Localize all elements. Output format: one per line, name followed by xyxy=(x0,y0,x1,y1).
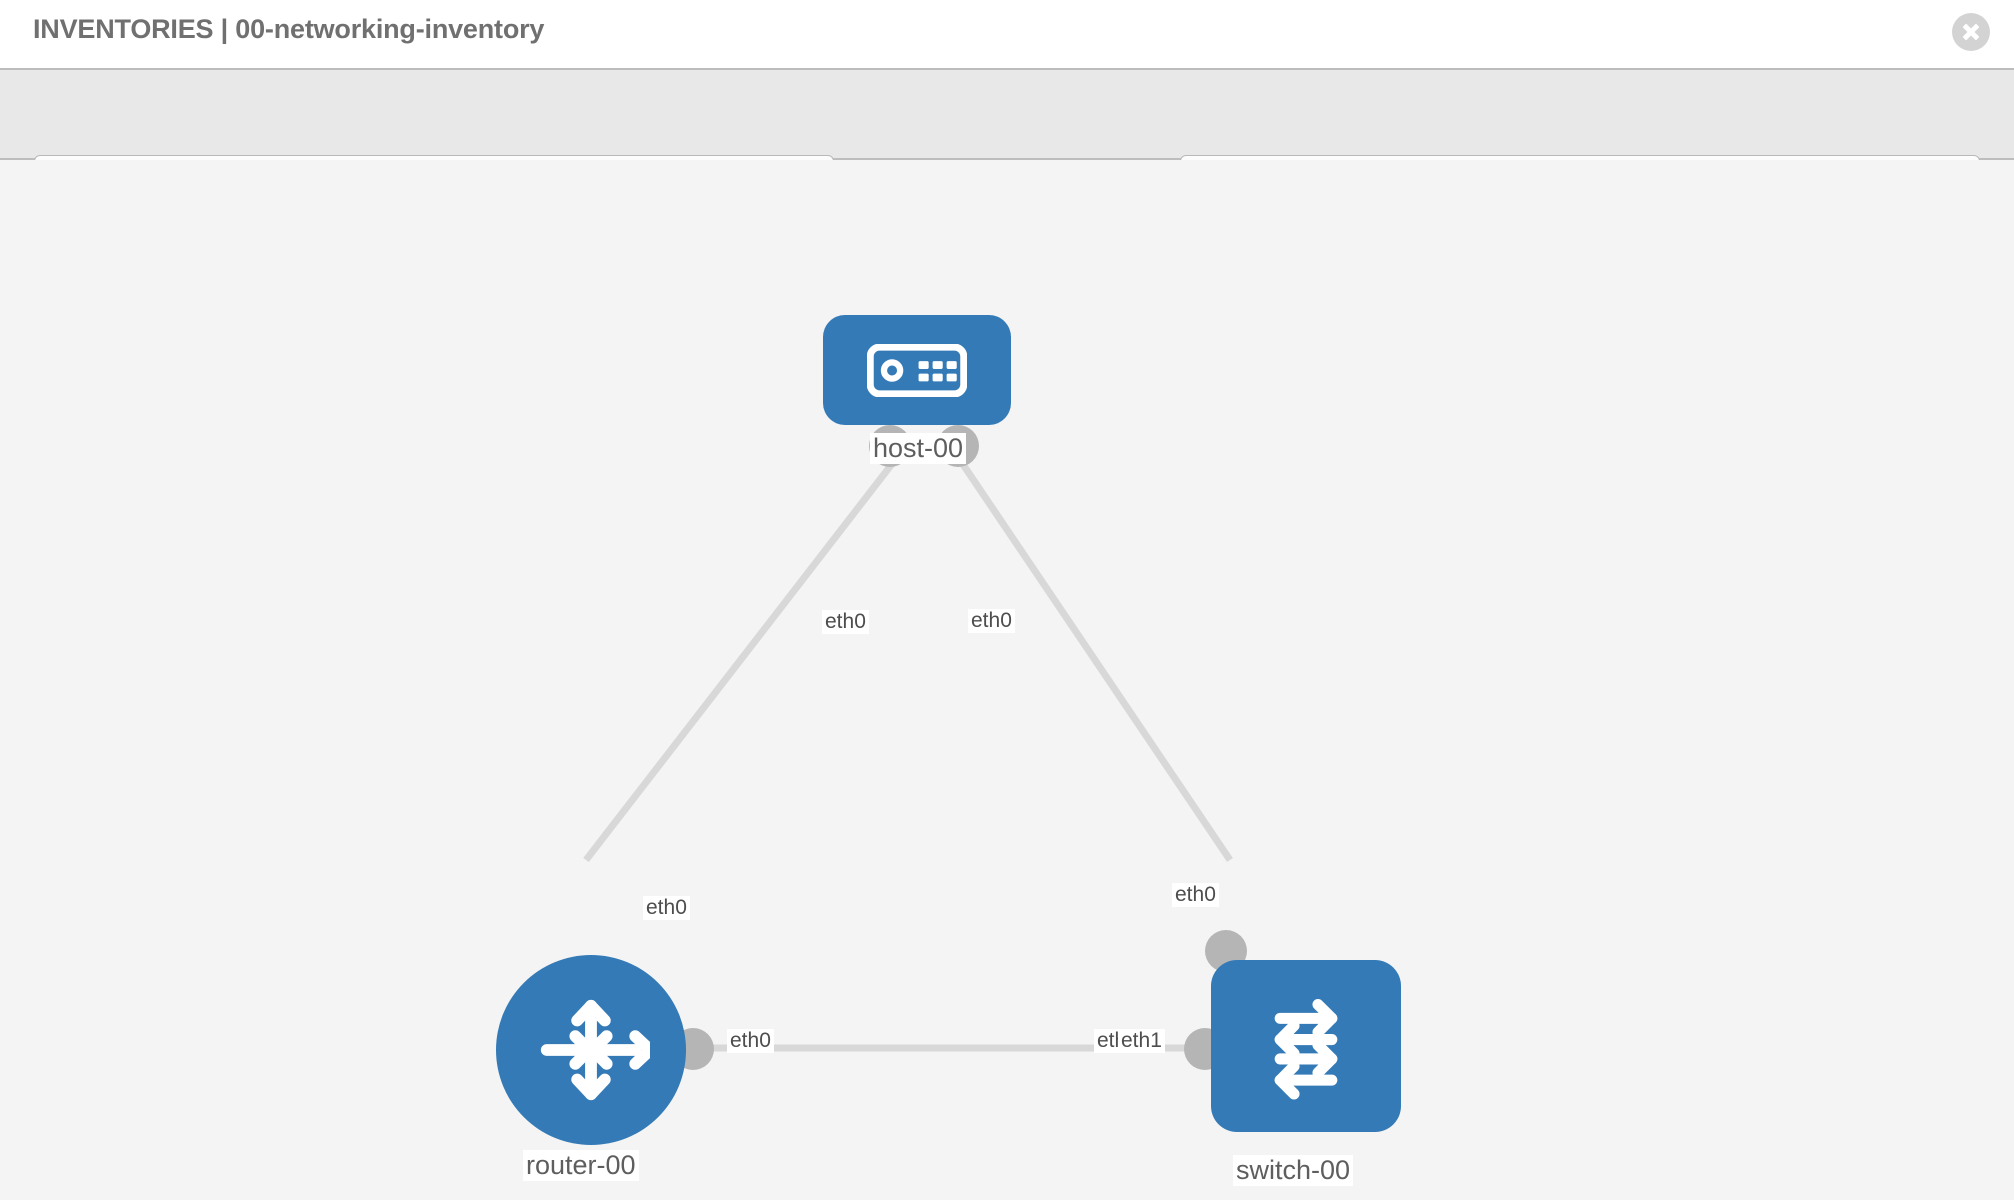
switch-arrows-icon xyxy=(1274,998,1338,1100)
page-title: INVENTORIES | 00-networking-inventory xyxy=(33,14,545,44)
link-label-switch-eth1: eth1 xyxy=(1118,1029,1165,1053)
link-label-switch-eth0-up: eth0 xyxy=(1172,883,1219,907)
link-label-router-eth0: eth0 xyxy=(727,1029,774,1053)
link-host-switch xyxy=(957,458,1233,862)
topology-node-host-00[interactable]: host-00 xyxy=(823,315,1011,464)
router-arrows-icon xyxy=(540,999,650,1101)
topology-node-router-00[interactable]: router-00 xyxy=(496,955,686,1181)
link-label-host-eth0-left: eth0 xyxy=(822,610,869,634)
node-label-host-00: host-00 xyxy=(870,433,967,464)
page-header: INVENTORIES | 00-networking-inventory xyxy=(0,0,2014,68)
close-icon[interactable] xyxy=(1952,13,1990,51)
topology-node-switch-00[interactable]: switch-00 xyxy=(1211,960,1401,1186)
server-icon xyxy=(867,343,967,397)
node-label-switch-00: switch-00 xyxy=(1233,1155,1354,1186)
link-label-host-eth0-right: eth0 xyxy=(968,609,1015,633)
topology-canvas[interactable]: host-00 router-00 xyxy=(0,160,2014,1200)
switch-node-shape[interactable] xyxy=(1211,960,1401,1132)
topology-toolbar: ACTIONS SEARCH xyxy=(0,68,2014,213)
node-label-router-00: router-00 xyxy=(523,1150,639,1181)
router-node-shape[interactable] xyxy=(496,955,686,1145)
host-node-shape[interactable] xyxy=(823,315,1011,425)
link-label-router-eth0-up: eth0 xyxy=(643,896,690,920)
link-host-router xyxy=(583,457,898,863)
